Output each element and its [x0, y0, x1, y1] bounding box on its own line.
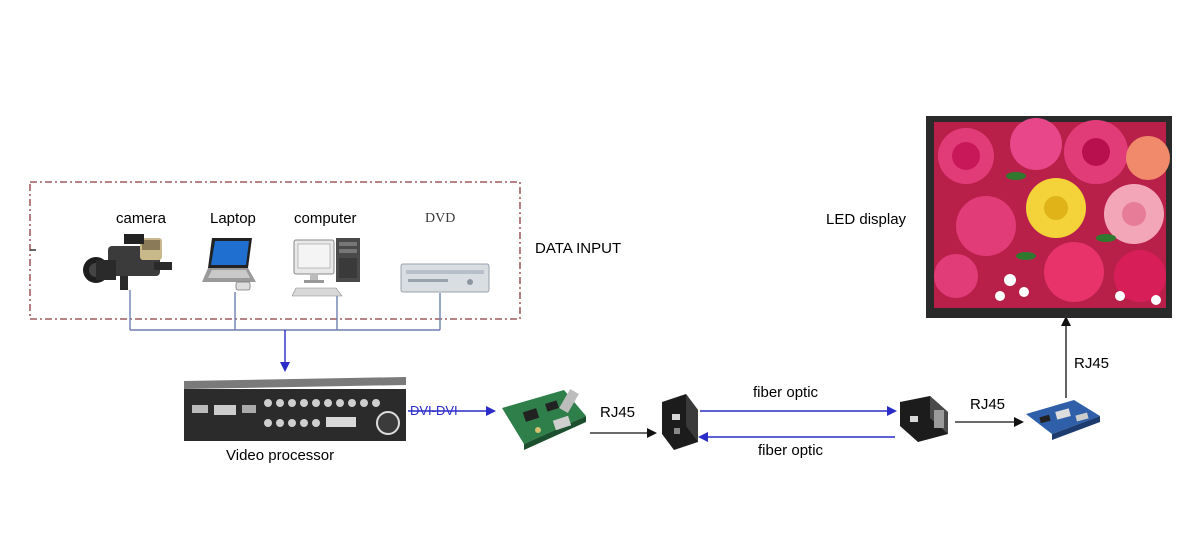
rj45-label-1: RJ45 [600, 404, 636, 421]
led-display-label: LED display [826, 211, 907, 228]
fiber-optic-top-label: fiber optic [753, 384, 819, 401]
fiber-optic-bottom-label: fiber optic [758, 442, 824, 459]
video-processor-label: Video processor [226, 447, 335, 464]
dvi-label: DVI-DVI [410, 403, 458, 418]
video-processor-icon [184, 377, 406, 441]
computer-label: computer [294, 210, 357, 227]
camera-icon [83, 234, 172, 290]
dvd-label: DVD [425, 211, 456, 226]
computer-icon [292, 238, 360, 297]
fiber-converter-left-icon [662, 394, 698, 450]
laptop-icon [202, 238, 256, 291]
laptop-label: Laptop [210, 210, 256, 227]
input-bus [129, 290, 441, 331]
led-display-icon [926, 116, 1172, 318]
rj45-label-2: RJ45 [970, 396, 1006, 413]
receiving-card-icon [1026, 400, 1100, 440]
sending-card-icon [502, 388, 586, 450]
data-input-label: DATA INPUT [535, 240, 622, 257]
camera-label: camera [116, 210, 167, 227]
rj45-label-3: RJ45 [1074, 355, 1110, 372]
dvd-player-icon [400, 263, 490, 293]
fiber-converter-right-icon [900, 396, 948, 442]
